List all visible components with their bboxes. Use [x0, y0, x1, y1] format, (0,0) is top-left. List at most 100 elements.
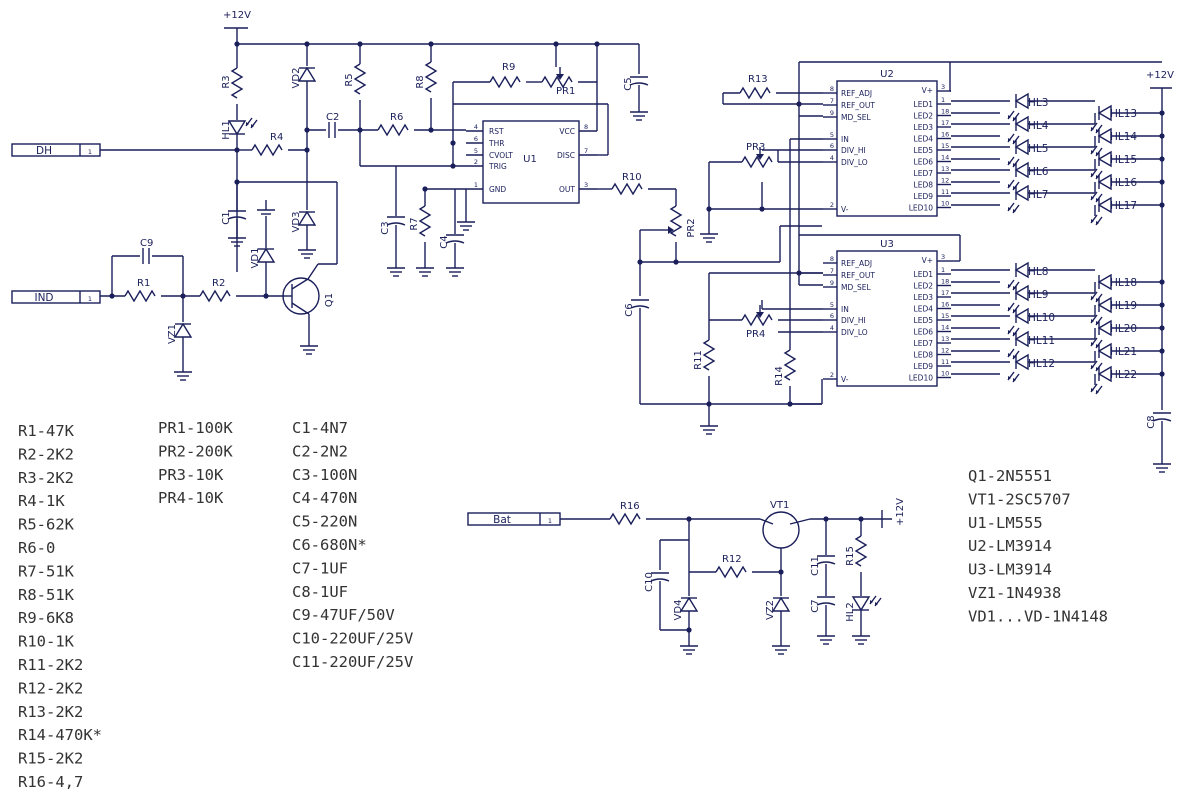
u2-pin-name: LED2	[914, 112, 934, 121]
u2-pin-number: 9	[830, 109, 834, 117]
u3-pin-number: 7	[830, 267, 834, 275]
ref-r11: R11	[693, 350, 704, 370]
u3-pin-number: 17	[941, 289, 949, 297]
u2-pin-name: DIV_HI	[841, 146, 866, 155]
ic-u2	[823, 80, 951, 217]
ref-vd2: VD2	[291, 68, 302, 89]
ground-symbol	[446, 262, 464, 277]
led-hl14	[1090, 127, 1112, 157]
led-label: HL6	[1028, 166, 1049, 178]
bom-resistor-item: R16-4,7	[18, 773, 83, 791]
bom-pot-item: PR2-200K	[158, 442, 233, 460]
bom-resistor-item: R10-1K	[18, 633, 75, 651]
ref-c3: C3	[380, 221, 391, 234]
ref-pr4: PR4	[746, 329, 765, 340]
ref-vd1: VD1	[250, 248, 261, 269]
led-hl4	[1007, 115, 1029, 145]
u2-pin-number: 10	[941, 200, 949, 208]
vcc-label-top: +12V	[223, 10, 251, 21]
u3-pin-number: 1	[941, 266, 945, 274]
ref-r13: R13	[748, 74, 768, 85]
potentiometer-pr4	[741, 305, 773, 327]
u2-pin-name: LED1	[914, 100, 934, 109]
u2-pin-number: 16	[941, 131, 949, 139]
led-label: HL16	[1110, 177, 1137, 189]
capacitor-c2	[328, 122, 336, 138]
led-hl11	[1007, 330, 1029, 360]
u3-pin-number: 4	[830, 324, 834, 332]
dh-pin-number: 1	[88, 148, 92, 156]
ref-pr3: PR3	[746, 142, 765, 153]
u2-pin-number: 17	[941, 119, 949, 127]
u3-pin-name: V+	[922, 256, 933, 265]
ground-symbol	[228, 232, 246, 247]
dh-label: DH	[36, 145, 52, 157]
bom-capacitor-item: C10-220UF/25V	[292, 630, 413, 648]
u3-pin-number: 10	[941, 370, 949, 378]
u3-pin-name: LED8	[914, 351, 934, 360]
u2-pin-name: LED5	[914, 146, 934, 155]
ref-pr1: PR1	[556, 86, 575, 97]
led-hl9	[1007, 284, 1029, 314]
u3-pin-name: LED2	[914, 282, 934, 291]
ref-r12: R12	[722, 554, 742, 565]
u1-pin-name: CVOLT	[489, 151, 513, 160]
u2-pin-number: 4	[830, 154, 834, 162]
u2-pin-number: 5	[830, 131, 834, 139]
wire	[307, 263, 319, 280]
u1-pin-name: THR	[488, 139, 504, 148]
u3-pin-number: 11	[941, 358, 949, 366]
resistor-r8	[424, 61, 438, 93]
led-hl18	[1090, 273, 1112, 303]
u1-pin-number: 6	[474, 135, 478, 143]
ref-c1: C1	[221, 211, 232, 224]
ref-r6: R6	[390, 112, 403, 123]
u2-pin-number: 8	[830, 85, 834, 93]
junction-dot	[428, 127, 434, 133]
u3-pin-number: 3	[941, 253, 945, 261]
u2-pin-name: LED3	[914, 123, 934, 132]
ref-c2: C2	[326, 112, 339, 123]
junction-dot	[450, 163, 456, 169]
bom-semiconductor-item: VT1-2SC5707	[968, 490, 1071, 508]
bom-capacitor-item: C8-1UF	[292, 583, 348, 601]
u3-pin-name: LED10	[909, 374, 933, 383]
ground-symbol	[680, 640, 698, 655]
u2-pin-name: LED6	[914, 158, 934, 167]
vcc-label-right: +12V	[1146, 70, 1174, 81]
u1-pin-number: 7	[584, 147, 588, 155]
led-label: HL7	[1028, 189, 1048, 201]
u1-pin-name: VCC	[559, 127, 575, 136]
bom-resistor-item: R11-2K2	[18, 656, 83, 674]
resistor-r7	[418, 205, 432, 237]
ref-c7: C7	[810, 599, 821, 612]
wires	[100, 27, 1172, 640]
led-hl6	[1007, 161, 1029, 191]
components	[11, 61, 1172, 655]
ind-port	[11, 290, 101, 304]
parts-list: R1-47KR2-2K2R3-2K2R4-1KR5-62KR6-0R7-51KR…	[18, 419, 1108, 791]
bom-resistor-item: R4-1K	[18, 492, 65, 510]
u2-pin-name: LED4	[914, 135, 934, 144]
u3-pin-number: 13	[941, 335, 949, 343]
bom-resistor-item: R3-2K2	[18, 469, 74, 487]
bom-resistor-item: R9-6K8	[18, 609, 74, 627]
led-hl21	[1090, 342, 1112, 372]
u3-pin-number: 15	[941, 312, 949, 320]
u3-pin-number: 6	[830, 312, 834, 320]
led-label: HL10	[1028, 312, 1055, 324]
ref-r15: R15	[845, 546, 856, 566]
ref-c4: C4	[439, 235, 450, 248]
led-hl17	[1090, 196, 1112, 226]
capacitor-c6	[630, 299, 650, 309]
resistor-r11	[702, 339, 716, 371]
u1-pin-name: GND	[489, 185, 506, 194]
u2-pin-number: 7	[830, 97, 834, 105]
u3-pin-number: 5	[830, 301, 834, 309]
u2-pin-number: 15	[941, 142, 949, 150]
wire	[789, 518, 811, 525]
junction-dot	[686, 627, 692, 633]
bom-resistor-item: R13-2K2	[18, 703, 83, 721]
ground-symbol	[457, 216, 475, 231]
